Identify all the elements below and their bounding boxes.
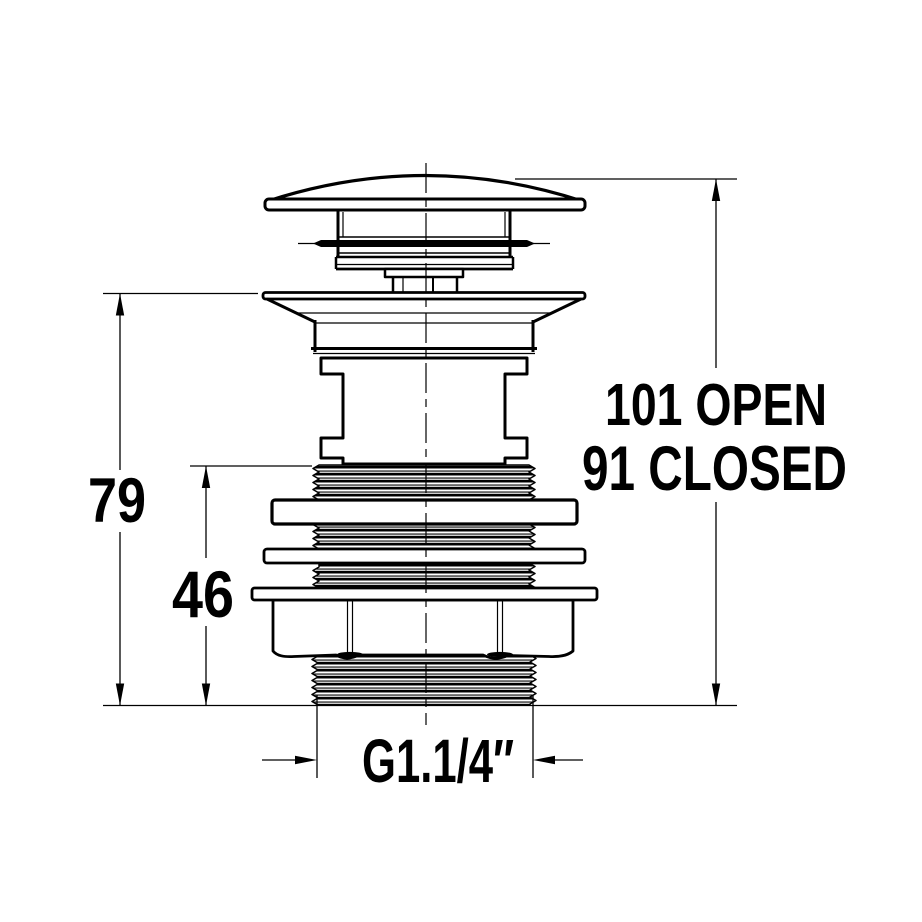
label-overall-open: 101 OPEN xyxy=(605,372,827,438)
flange-slope xyxy=(266,297,316,324)
backnut-flange xyxy=(250,586,599,602)
thread-zone-bottom xyxy=(311,654,537,706)
thread-zone-upper xyxy=(312,464,536,501)
arrowhead-up xyxy=(115,293,125,316)
backnut-body xyxy=(271,598,575,660)
arrowhead-right xyxy=(295,755,317,765)
dimension-79 xyxy=(115,293,125,706)
arrowhead-down xyxy=(201,683,211,706)
label-body-height: 79 xyxy=(88,466,146,536)
cap-plate xyxy=(263,197,587,212)
dimension-labels: 79 46 101 OPEN 91 CLOSED G1.1/4″ xyxy=(88,372,847,795)
dimension-46 xyxy=(201,466,211,706)
thin-washer xyxy=(262,547,587,565)
label-thread-length: 46 xyxy=(172,557,234,631)
dimension-overall-height xyxy=(711,179,721,706)
flange-plate xyxy=(261,291,587,301)
arrowhead-left xyxy=(533,755,555,765)
dimension-thread-size xyxy=(262,755,583,765)
thread-zone-mid1 xyxy=(312,523,536,550)
label-overall-closed: 91 CLOSED xyxy=(582,434,847,504)
thread-sections xyxy=(311,464,537,706)
plug-cap xyxy=(263,173,587,294)
thread-zone-mid2 xyxy=(312,562,536,589)
stem-tab xyxy=(383,267,465,279)
top-washer xyxy=(270,498,579,526)
cap-dome xyxy=(267,173,583,203)
arrowhead-down xyxy=(115,683,125,706)
dimension-annotations xyxy=(103,178,737,778)
facet-shadow xyxy=(487,651,513,658)
top-flange xyxy=(261,291,587,355)
fixing-stack xyxy=(250,498,599,660)
slotted-body xyxy=(319,356,529,466)
cap-seal-oring xyxy=(313,240,535,247)
flange-slope xyxy=(532,297,582,324)
arrowhead-up xyxy=(201,466,211,488)
facet-shadow xyxy=(337,651,363,658)
label-thread-size: G1.1/4″ xyxy=(362,727,514,795)
arrowhead-up xyxy=(711,179,721,201)
arrowhead-down xyxy=(711,683,721,706)
valve-part xyxy=(250,173,599,706)
